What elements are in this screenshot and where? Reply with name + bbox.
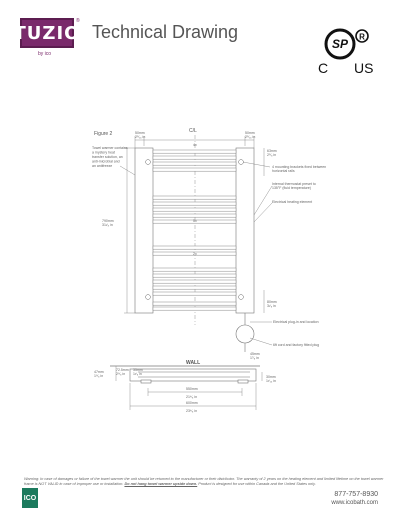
wall-label: WALL xyxy=(186,360,200,366)
dim-top-right-mm: 50mm xyxy=(245,131,255,135)
dim-width-outer-in: 23⁶⁄₈ in xyxy=(186,409,197,413)
label-4x: 4x xyxy=(193,143,197,147)
dim-right-bottom-mm: 80mm xyxy=(267,300,277,304)
centerline-label: C/L xyxy=(189,128,197,134)
cert-left-text: C xyxy=(318,60,328,76)
note-left: Towel warmer contains a mystery heat tra… xyxy=(92,146,128,168)
dim-height-in: 31¹⁄₈ in xyxy=(102,223,113,227)
phone-number: 877-757-8930 xyxy=(334,491,378,498)
rails xyxy=(152,149,237,311)
rail-3 xyxy=(152,167,237,172)
rail-17 xyxy=(152,306,237,311)
dim-side-1-mm: 47mm xyxy=(94,370,104,374)
label-5x: 5x xyxy=(193,219,197,223)
rail-13 xyxy=(152,279,237,284)
rail-15 xyxy=(152,291,237,296)
svg-text:a mystery heat: a mystery heat xyxy=(92,151,115,155)
svg-text:an antifreeze: an antifreeze xyxy=(92,164,112,168)
dim-width-outer-mm: 600mm xyxy=(186,401,198,405)
dim-side-2-mm: 72.5mm xyxy=(116,368,129,372)
dim-top-left-in: 2⁵⁄₁₆ in xyxy=(135,135,145,139)
figure-label: Figure 2 xyxy=(94,131,113,137)
plug-in-circle xyxy=(235,324,255,344)
left-side-post xyxy=(134,147,154,314)
rail-7 xyxy=(152,213,237,218)
bracket-bottom-left xyxy=(145,294,151,300)
dim-side-5-mm: 30mm xyxy=(266,375,276,379)
note-brackets-1: 4 mounting brackets fixed between xyxy=(272,165,326,169)
svg-text:Towel warmer contains: Towel warmer contains xyxy=(92,146,128,150)
dim-side-2-in: 2⁸⁄₈ in xyxy=(116,372,125,376)
warning-bold-text: Do not hang towel warmer upside down. xyxy=(124,482,198,487)
rail-1 xyxy=(152,155,237,160)
rail-9 xyxy=(152,245,237,250)
logo-subtitle: by ico xyxy=(38,51,52,57)
dim-side-4-in: 1⁷⁄₈ in xyxy=(250,356,259,360)
bracket-bottom-right xyxy=(238,294,244,300)
label-2x: 2x xyxy=(193,252,197,256)
dim-height-mm: 790mm xyxy=(102,219,114,223)
svg-text:transfer solution, an: transfer solution, an xyxy=(92,155,123,159)
rail-12 xyxy=(152,273,237,278)
note-thermostat-2: 135°F (fluid temperature) xyxy=(272,186,311,190)
svg-text:anti-microbial and: anti-microbial and xyxy=(92,160,120,164)
rail-2 xyxy=(152,161,237,166)
note-element: Electrical heating element xyxy=(272,200,312,204)
dim-right-top-mm: 63mm xyxy=(267,149,277,153)
rail-14 xyxy=(152,285,237,290)
dim-top-right-in: 2⁵⁄₁₆ in xyxy=(245,135,255,139)
tuzio-logo: TUZIO xyxy=(14,18,79,48)
rail-0 xyxy=(152,149,237,154)
dim-top-left-mm: 50mm xyxy=(135,131,145,135)
ico-logo: ICO xyxy=(22,488,38,508)
rail-6 xyxy=(152,207,237,212)
note-brackets-2: horizontal rails xyxy=(272,169,295,173)
note-cord: 6ft cord and factory fitted plug xyxy=(273,343,319,347)
registered-mark: ® xyxy=(76,18,80,24)
cert-reg-text: R xyxy=(359,33,365,42)
rail-10 xyxy=(152,251,237,256)
note-plugin: Electrical plug-in and location xyxy=(273,320,319,324)
dim-side-1-in: 1⁸⁄₈ in xyxy=(94,374,103,378)
cert-mark-text: SP xyxy=(332,37,349,51)
rail-4 xyxy=(152,195,237,200)
bracket-top-left xyxy=(145,159,151,165)
bracket-top-right xyxy=(238,159,244,165)
csa-certification-logo: SP R C US xyxy=(318,28,373,76)
rail-16 xyxy=(152,301,237,306)
rail-5 xyxy=(152,201,237,206)
warning-text: Warning: In case of damages or failure o… xyxy=(24,477,384,487)
dim-side-5-in: 1³⁄₁₆ in xyxy=(266,379,276,383)
dim-width-inner-mm: 550mm xyxy=(186,387,198,391)
page-title: Technical Drawing xyxy=(92,22,239,42)
dim-side-3-in: 1³⁄₈ in xyxy=(133,372,142,376)
right-side-post xyxy=(235,147,255,314)
note-thermostat-1: Internal thermostat preset to xyxy=(272,182,316,186)
dim-right-bottom-in: 3¹⁄₈ in xyxy=(267,304,276,308)
rail-11 xyxy=(152,267,237,272)
top-view-frame xyxy=(129,368,257,382)
website-link[interactable]: www.icobath.com xyxy=(331,500,378,506)
cert-right-text: US xyxy=(354,60,373,76)
dim-width-inner-in: 21⁶⁄₈ in xyxy=(186,395,197,399)
dim-side-4-mm: 45mm xyxy=(250,352,260,356)
rail-8 xyxy=(152,219,237,224)
dim-right-top-in: 2⁵⁄₈ in xyxy=(267,153,276,157)
dim-side-3-mm: 35mm xyxy=(133,368,143,372)
